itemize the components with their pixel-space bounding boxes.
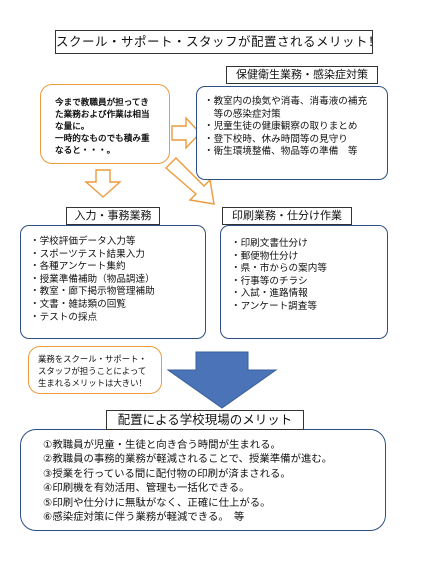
merits-label: 配置による学校現場のメリット (106, 410, 304, 430)
intro-line: 一時的なものでも積み重 (55, 134, 150, 144)
merit-note-line: 生まれるメリットは大きい！ (38, 378, 147, 388)
hygiene-item: ・教室内の換気や消毒、消毒液の補充 (204, 96, 368, 107)
input-label: 入力・事務業務 (66, 207, 160, 225)
hygiene-item: ・衛生環境整備、物品等の準備 等 (204, 146, 358, 158)
merit-item: ⑥感染症対策に伴う業務が軽減できる。 等 (43, 511, 245, 524)
merit-item: ④印刷機を有効活用、管理も一括化できる。 (43, 482, 250, 495)
page-title: スクール・サポート・スタッフが配置されるメリット！ (55, 30, 381, 54)
intro-line: た業務および作業は相当 (55, 110, 150, 120)
hygiene-box: ・教室内の換気や消毒、消毒液の補充 等の感染症対策 ・児童生徒の健康観察の取りま… (196, 86, 388, 180)
merits-box: ①教職員が児童・生徒と向き合う時間が生まれる。 ②教職員の事務的業務が軽減される… (20, 429, 386, 531)
merit-item: ②教職員の事務的業務が軽減されることで、授業準備が進む。 (43, 453, 333, 466)
printing-item: ・県・市からの案内等 (231, 263, 327, 275)
hygiene-item: ・児童生徒の健康観察の取りまとめ (204, 121, 358, 133)
merit-note: 業務をスクール・サポート・ スタッフが担うことによって 生まれるメリットは大きい… (28, 346, 162, 394)
printing-box: ・印刷文書仕分け ・郵便物仕分け ・県・市からの案内等 ・行事等のチラシ ・入試… (220, 225, 388, 339)
printing-item: ・印刷文書仕分け (231, 238, 308, 249)
input-item: ・テストの採点 (30, 311, 98, 323)
printing-item: ・行事等のチラシ (231, 275, 308, 287)
printing-label: 印刷業務・仕分け作業 (222, 207, 352, 225)
input-item: ・授業準備補助（物品調達） (30, 273, 155, 285)
merit-item: ⑤印刷や仕分けに無駄がなく、正確に仕上がる。 (43, 496, 271, 509)
hygiene-item: ・登下校時、休み時間等の見守り (204, 133, 348, 145)
input-item: ・各種アンケート集約 (30, 261, 126, 273)
intro-line: な量に。 (55, 122, 90, 132)
intro-note: 今まで教職員が担ってき た業務および作業は相当 な量に。 一時的なものでも積み重… (40, 84, 170, 164)
arrow-diagonal-icon (164, 157, 215, 205)
merit-note-line: スタッフが担うことによって (38, 366, 147, 376)
printing-item: ・アンケート調査等 (231, 300, 317, 312)
input-item: ・スポーツテスト結果入力 (30, 248, 145, 260)
intro-line: 今まで教職員が担ってき (55, 98, 149, 108)
input-item: ・学校評価データ入力等 (30, 236, 136, 247)
input-box: ・学校評価データ入力等 ・スポーツテスト結果入力 ・各種アンケート集約 ・授業準… (20, 225, 206, 339)
arrow-right-icon (171, 116, 201, 150)
printing-item: ・郵便物仕分け (231, 250, 299, 262)
big-down-arrow-icon (166, 351, 278, 409)
merit-note-line: 業務をスクール・サポート・ (38, 354, 147, 364)
intro-line: なると・・・。 (55, 146, 116, 156)
hygiene-label: 保健衛生業務・感染症対策 (226, 66, 378, 84)
merit-item: ①教職員が児童・生徒と向き合う時間が生まれる。 (43, 439, 281, 451)
printing-item: ・入試・進路情報 (231, 288, 308, 300)
hygiene-item: 等の感染症対策 (204, 108, 281, 120)
input-item: ・文書・雑誌類の回覧 (30, 298, 126, 310)
arrow-down-icon (84, 169, 122, 198)
merit-item: ③授業を行っている間に配付物の印刷が済まされる。 (43, 467, 291, 480)
input-item: ・教室・廊下掲示物管理補助 (30, 286, 155, 298)
